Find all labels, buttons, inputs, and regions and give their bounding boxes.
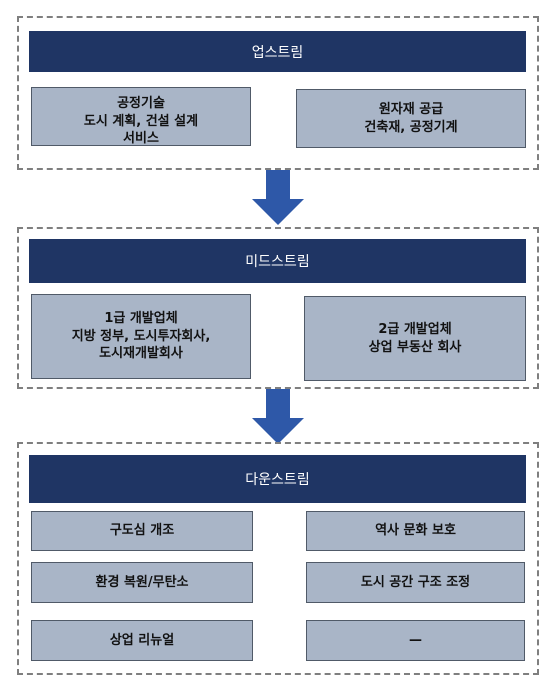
downstream-item-label: 상업 리뉴얼: [109, 632, 175, 648]
midstream-tier1-box: 1급 개발업체 지방 정부, 도시투자회사, 도시재개발회사: [31, 294, 251, 379]
midstream-section: [17, 227, 539, 389]
midstream-tier2-box: 2급 개발업체 상업 부동산 회사: [304, 296, 526, 381]
downstream-item-label: —: [409, 632, 422, 648]
downstream-item-label: 구도심 개조: [109, 523, 175, 539]
downstream-item-heritage: 역사 문화 보호: [306, 511, 525, 551]
upstream-section: [17, 16, 539, 170]
midstream-right-line-1: 2급 개발업체: [378, 321, 452, 337]
upstream-process-tech-box: 공정기술 도시 계획, 건설 설계 서비스: [31, 87, 251, 146]
downstream-item-commercial: 상업 리뉴얼: [31, 620, 253, 661]
downstream-header: 다운스트림: [29, 455, 526, 503]
upstream-left-line-2: 도시 계획, 건설 설계: [83, 113, 199, 129]
upstream-raw-material-box: 원자재 공급 건축재, 공정기계: [296, 89, 526, 148]
downstream-item-environment: 환경 복원/무탄소: [31, 562, 253, 603]
downstream-item-spatial: 도시 공간 구조 조정: [306, 562, 525, 603]
midstream-left-line-2: 지방 정부, 도시투자회사,: [71, 328, 211, 344]
downstream-item-label: 환경 복원/무탄소: [95, 574, 189, 590]
downstream-item-empty: —: [306, 620, 525, 661]
upstream-right-line-1: 원자재 공급: [378, 101, 444, 117]
upstream-left-line-3: 서비스: [123, 131, 159, 146]
midstream-header: 미드스트림: [29, 239, 526, 283]
midstream-left-line-3: 도시재개발회사: [99, 346, 183, 362]
down-arrow-icon: [252, 170, 304, 225]
downstream-section: [17, 442, 539, 675]
downstream-item-old-town: 구도심 개조: [31, 511, 253, 551]
upstream-header: 업스트림: [29, 31, 526, 72]
downstream-item-label: 역사 문화 보호: [375, 523, 456, 539]
upstream-right-line-2: 건축재, 공정기계: [364, 119, 458, 135]
midstream-right-line-2: 상업 부동산 회사: [368, 339, 462, 355]
upstream-left-line-1: 공정기술: [117, 96, 165, 111]
down-arrow-icon: [252, 389, 304, 444]
downstream-item-label: 도시 공간 구조 조정: [360, 574, 471, 590]
midstream-left-line-1: 1급 개발업체: [104, 311, 178, 327]
